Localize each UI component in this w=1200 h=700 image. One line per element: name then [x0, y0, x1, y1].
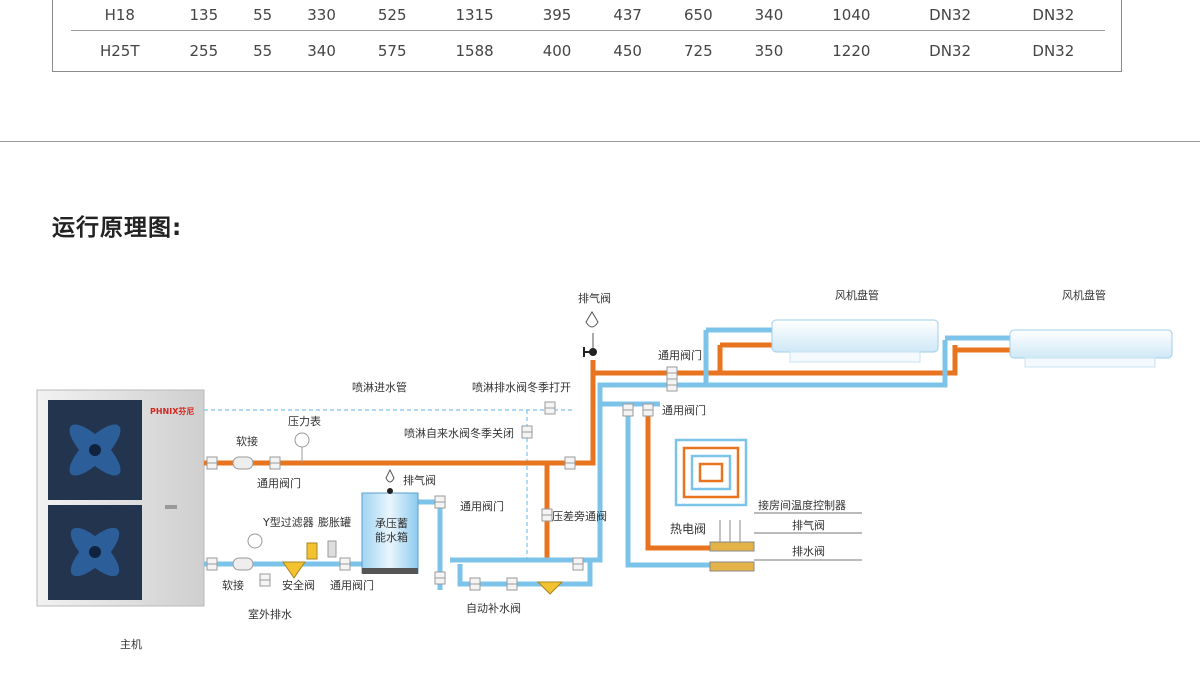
table-cell: 400	[542, 42, 572, 60]
table-row: H25T 255 55 340 575 1588 400 450 725 350…	[71, 31, 1105, 72]
table-cell: 1220	[832, 42, 871, 60]
table-cell: DN32	[929, 42, 971, 60]
label-vent-top: 排气阀	[578, 291, 611, 305]
label-soft-joint-2: 软接	[222, 578, 244, 592]
label-valve-general-1: 通用阀门	[658, 348, 702, 362]
pressure-gauge-icon	[294, 432, 310, 448]
host-unit: PHNIX芬尼 主机	[36, 389, 205, 651]
table-cell: 650	[662, 0, 734, 31]
expansion-tank-icon	[327, 540, 337, 558]
table-cell: 340	[307, 42, 336, 60]
label-valve-general-5: 通用阀门	[330, 578, 374, 592]
label-room-controller: 接房间温度控制器	[758, 498, 846, 512]
air-vent-icon	[583, 311, 599, 357]
label-valve-general-2: 通用阀门	[662, 403, 706, 417]
label-pressure-gauge: 压力表	[288, 414, 321, 428]
table-cell: DN32	[1032, 42, 1075, 60]
table-cell: 135	[168, 0, 240, 31]
table-cell: 330	[286, 0, 357, 31]
table-cell: 1588	[455, 42, 494, 60]
fan-coil-1	[771, 319, 939, 363]
label-vent-tank: 排气阀	[403, 473, 436, 487]
section-divider	[0, 141, 1200, 142]
table-cell: 525	[356, 0, 428, 31]
manifold	[709, 512, 862, 572]
y-filter-icon	[536, 581, 564, 595]
tank-label-2: 能水箱	[375, 530, 408, 544]
soft-joint-icon	[232, 456, 254, 470]
table-cell: 450	[613, 42, 642, 60]
table-cell: 55	[239, 0, 287, 31]
table-cell: 725	[683, 42, 713, 60]
storage-tank: 承压蓄 能水箱	[361, 492, 419, 574]
label-fan-coil-2: 风机盘管	[1062, 288, 1106, 302]
label-valve-general-4: 通用阀门	[460, 499, 504, 513]
label-vent-manifold: 排气阀	[792, 518, 825, 532]
label-spray-drain: 喷淋排水阀冬季打开	[472, 380, 571, 394]
label-auto-fill: 自动补水阀	[466, 601, 521, 615]
table-cell: 340	[733, 0, 805, 31]
air-vent-icon	[385, 468, 395, 494]
section-title: 运行原理图:	[52, 215, 183, 241]
soft-joint-icon	[232, 557, 254, 571]
table-cell: DN32	[1001, 0, 1105, 31]
table-cell: 395	[521, 0, 593, 31]
pressure-gauge-icon	[247, 533, 263, 549]
table-cell: H25T	[99, 42, 140, 60]
label-host: 主机	[120, 637, 142, 651]
table-cell: 437	[592, 0, 663, 31]
table-cell: DN32	[898, 0, 1002, 31]
brand-logo: PHNIX芬尼	[150, 406, 194, 416]
table-cell: 575	[377, 42, 407, 60]
table-cell: 255	[189, 42, 219, 60]
spec-table: H18 135 55 330 525 1315 395 437 650 340 …	[52, 0, 1122, 72]
label-fan-coil-1: 风机盘管	[835, 288, 879, 302]
expansion-tank-icon	[306, 542, 318, 560]
label-safety-valve: 安全阀	[282, 578, 315, 592]
label-outdoor-drain: 室外排水	[248, 607, 292, 621]
label-soft-joint-1: 软接	[236, 434, 258, 448]
y-filter-icon	[282, 561, 306, 579]
table-cell: 55	[253, 42, 273, 60]
table-row: H18 135 55 330 525 1315 395 437 650 340 …	[71, 0, 1105, 31]
label-bypass: 压差旁通阀	[552, 509, 607, 523]
table-cell: H18	[71, 0, 169, 31]
cold-water-pipes	[204, 327, 1010, 590]
table-cell: 350	[754, 42, 784, 60]
fan-icon	[70, 527, 120, 577]
tank-label-1: 承压蓄	[375, 517, 408, 530]
fan-coil-2	[1009, 329, 1173, 368]
table-cell: 1315	[427, 0, 522, 31]
label-thermo-valve: 热电阀	[670, 522, 706, 536]
label-valve-general-3: 通用阀门	[257, 476, 301, 490]
label-drain-valve: 排水阀	[792, 544, 825, 558]
label-spray-inlet: 喷淋进水管	[352, 380, 407, 394]
label-expansion-tank: 膨胀罐	[318, 515, 351, 529]
floor-heating-coil	[674, 438, 748, 507]
fan-icon	[69, 424, 121, 476]
label-spray-tap: 喷淋自来水阀冬季关闭	[404, 426, 514, 440]
table-cell: 1040	[804, 0, 899, 31]
label-y-filter: Y型过滤器	[262, 515, 314, 529]
hot-water-pipes	[204, 345, 958, 560]
